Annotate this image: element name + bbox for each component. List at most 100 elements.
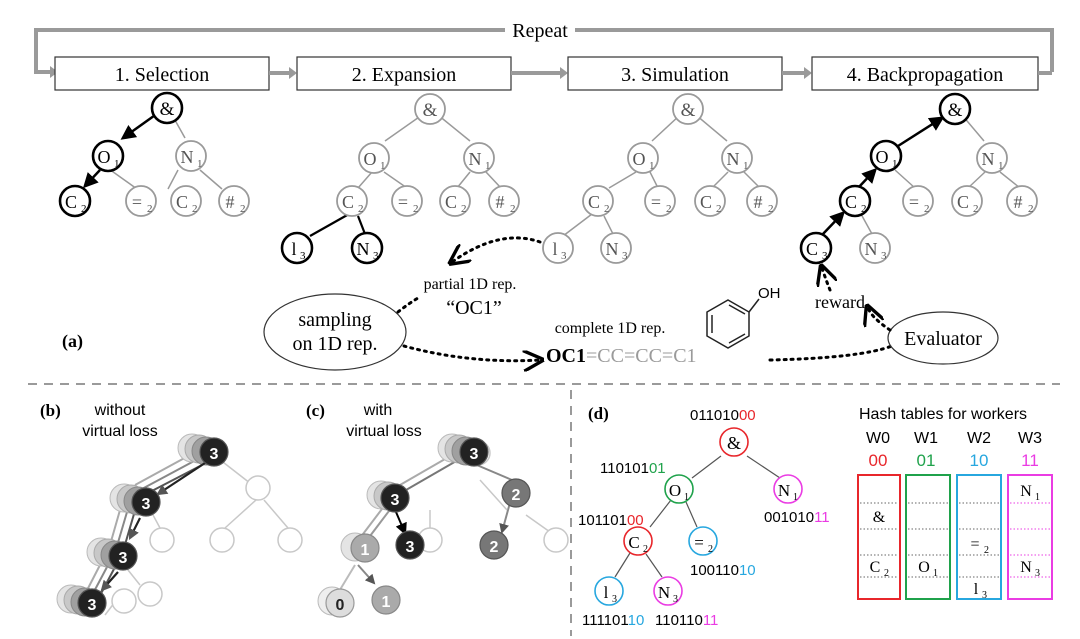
svg-text:1: 1 [649, 160, 655, 172]
hash-n1: 00101011 [764, 509, 830, 526]
step-boxes: 1. Selection 2. Expansion 3. Simulation … [54, 56, 1052, 91]
tree-node-hash2: #2 [1006, 185, 1038, 217]
svg-text:&: & [160, 99, 175, 120]
sampling-line2: on 1D rep. [293, 333, 378, 355]
svg-text:3: 3 [119, 550, 128, 567]
oh-label: OH [758, 285, 781, 302]
tree-node-eq2: =2 [391, 185, 423, 217]
svg-text:1: 1 [998, 160, 1004, 172]
svg-text:=: = [651, 192, 661, 212]
svg-text:O: O [669, 481, 681, 500]
tree-node-eq2: =2 [902, 185, 934, 217]
svg-text:C: C [700, 192, 712, 212]
panel-c-title-line1: with [363, 402, 392, 419]
step-box-simulation [567, 56, 783, 91]
svg-text:1: 1 [197, 158, 203, 170]
visit-node-depth3: 3 [77, 588, 107, 618]
phenol-structure: OH [706, 285, 781, 349]
tree-node-hash2: #2 [488, 185, 520, 217]
svg-text:N: N [778, 481, 790, 500]
svg-text:N: N [727, 149, 740, 169]
hash-entry-o1: O [918, 559, 930, 576]
worker-code-10: 10 [970, 451, 989, 470]
svg-text:1: 1 [684, 492, 689, 503]
repeat-loop: Repeat [34, 18, 1054, 78]
panel-a-label: (a) [62, 331, 83, 352]
svg-text:O: O [876, 147, 889, 167]
smiles-string: OC1=CC=CC=C1 [546, 345, 697, 367]
svg-text:#: # [1014, 192, 1023, 212]
svg-text:#: # [496, 192, 505, 212]
worker-code-11: 11 [1021, 451, 1039, 470]
visit-node-depth3-right: 1 [371, 585, 401, 615]
partial-rep-caption: partial 1D rep. [424, 276, 517, 293]
svg-text:N: N [357, 239, 370, 259]
visit-node-depth2: 3 [108, 541, 138, 571]
hash-table-w2: = 2 l 3 [956, 474, 1002, 601]
svg-text:3: 3 [1035, 568, 1040, 579]
hash-root: 01101000 [690, 407, 756, 424]
step-box-expansion [296, 56, 512, 91]
hash-eq2: 10011010 [690, 562, 756, 579]
panel-b-title-line2: virtual loss [82, 423, 158, 440]
svg-text:#: # [754, 192, 763, 212]
panel-c-label: (c) [306, 401, 325, 420]
svg-text:3: 3 [142, 496, 151, 513]
svg-text:2: 2 [147, 203, 153, 215]
svg-text:3: 3 [391, 492, 400, 509]
tree-node-eq2: =2 [644, 185, 676, 217]
svg-text:3: 3 [373, 250, 379, 262]
svg-text:1: 1 [1035, 492, 1040, 503]
hash-entry-eq2: = [970, 536, 979, 553]
worker-w0: W0 [866, 430, 890, 447]
tree-node-and: & [414, 93, 446, 125]
step-label-selection: 1. Selection [115, 64, 209, 86]
worker-code-00: 00 [869, 451, 888, 470]
svg-text:2: 2 [512, 487, 521, 504]
svg-text:&: & [948, 100, 963, 121]
tree-node-and: & [938, 92, 972, 126]
svg-text:3: 3 [982, 590, 987, 601]
svg-text:2: 2 [490, 539, 499, 556]
svg-text:C: C [65, 192, 77, 212]
svg-text:#: # [226, 192, 235, 212]
svg-text:3: 3 [612, 594, 617, 605]
svg-text:3: 3 [210, 446, 219, 463]
hash-o1: 11010101 [600, 460, 666, 477]
step-label-expansion: 2. Expansion [352, 64, 456, 86]
panel-d-label: (d) [588, 404, 609, 423]
svg-text:N: N [181, 147, 194, 167]
svg-text:1: 1 [485, 160, 491, 172]
svg-text:2: 2 [768, 203, 774, 215]
svg-text:3: 3 [300, 250, 306, 262]
visit-node-depth3-left: 0 [325, 588, 355, 618]
svg-text:1: 1 [114, 158, 120, 170]
svg-text:1: 1 [743, 160, 749, 172]
svg-text:2: 2 [240, 203, 246, 215]
svg-text:2: 2 [861, 203, 867, 215]
svg-text:N: N [982, 149, 995, 169]
svg-text:2: 2 [884, 568, 889, 579]
svg-text:=: = [694, 533, 704, 552]
svg-text:C: C [342, 192, 354, 212]
worker-w2: W2 [967, 430, 991, 447]
svg-text:3: 3 [561, 250, 567, 262]
visit-node-left-right: 3 [395, 530, 425, 560]
reward-label: reward [815, 292, 865, 312]
complete-rep-caption: complete 1D rep. [555, 320, 666, 337]
svg-text:O: O [633, 149, 646, 169]
